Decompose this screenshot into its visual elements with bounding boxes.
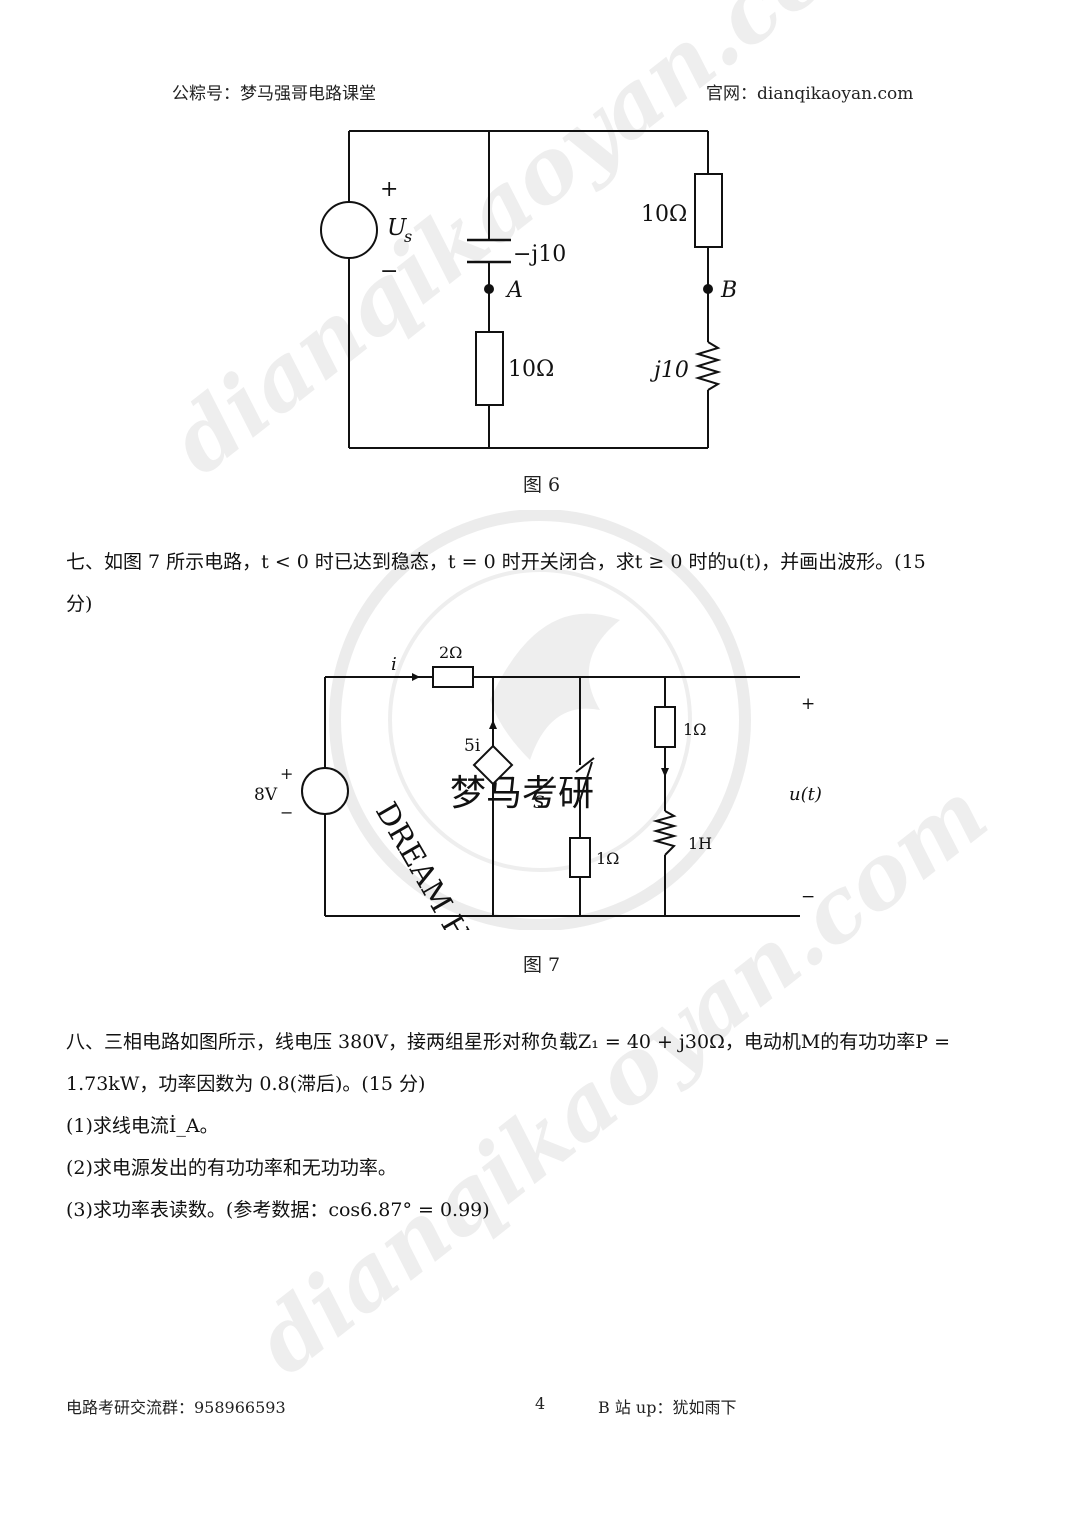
output-minus: − [801, 887, 815, 907]
q7-line1: 七、如图 7 所示电路，t < 0 时已达到稳态，t = 0 时开关闭合，求t … [66, 551, 926, 573]
resistor-2 [432, 666, 474, 688]
source-8v-minus: − [280, 803, 293, 822]
source-8v-label: 8V [254, 785, 278, 805]
current-label-i: i [391, 654, 397, 675]
watermark-seal: 梦马考研 DREAM HORSE [329, 510, 751, 930]
header-left: 公粽号：梦马强哥电路课堂 [172, 84, 376, 104]
source-sub: s [404, 227, 412, 246]
inductor-1h [652, 810, 678, 856]
voltage-source-8v [301, 767, 349, 815]
source-8v-plus: + [280, 764, 293, 783]
switch-s [579, 761, 593, 801]
source-minus: − [380, 259, 398, 284]
inductor-j10 [694, 341, 722, 391]
watermark-seal-text: 梦马考研 [450, 773, 594, 814]
q8-item3: (3)求功率表读数。(参考数据：cos6.87° = 0.99) [66, 1199, 490, 1221]
resistor-10-right [694, 173, 723, 248]
figure6-caption: 图 6 [523, 474, 561, 496]
output-label: u(t) [789, 784, 822, 805]
inductor-label: j10 [649, 358, 689, 383]
footer-right: B 站 up：犹如雨下 [598, 1398, 737, 1417]
resistor-2-label: 2Ω [439, 643, 462, 662]
node-a [484, 284, 494, 294]
figure7-circuit: i 2Ω 5i 8V + − S 1Ω 1Ω 1H + − u(t) [254, 643, 822, 917]
switch-label: S [533, 793, 545, 813]
node-b [703, 284, 713, 294]
node-b-label: B [720, 278, 737, 303]
dependent-current-source [472, 744, 514, 786]
source-label: U [387, 215, 408, 241]
resistor-1-right [654, 706, 676, 748]
capacitor-j10 [467, 238, 511, 264]
resistor-switch-label: 1Ω [596, 849, 619, 868]
q8-item1: (1)求线电流İ_A。 [66, 1115, 219, 1137]
resistor-middle-label: 10Ω [508, 357, 554, 382]
q8-item2: (2)求电源发出的有功功率和无功功率。 [66, 1157, 397, 1179]
current-arrow-right [661, 768, 669, 777]
header-right: 官网：dianqikaoyan.com [706, 84, 914, 104]
figure6-circuit: + − U s −j10 A B 10Ω 10Ω j10 [320, 130, 737, 449]
q8-line2: 1.73kW，功率因数为 0.8(滞后)。(15 分) [66, 1073, 426, 1095]
resistor-1-switch [569, 837, 591, 878]
q7-line2: 分) [66, 593, 93, 615]
output-plus: + [801, 694, 815, 714]
node-a-label: A [505, 278, 523, 303]
dep-source-label: 5i [464, 736, 481, 756]
inductor-label-7: 1H [688, 834, 712, 853]
voltage-source-us [320, 201, 378, 259]
dep-source-arrow [489, 720, 497, 729]
footer-left: 电路考研交流群：958966593 [66, 1398, 286, 1417]
resistor-10-middle [475, 331, 504, 406]
q8-line1: 八、三相电路如图所示，线电压 380V，接两组星形对称负载Z₁ = 40 + j… [66, 1031, 951, 1053]
capacitor-label: −j10 [513, 242, 566, 267]
current-arrow-i [412, 673, 420, 681]
source-plus: + [380, 177, 398, 202]
resistor-right-label: 10Ω [641, 202, 687, 227]
resistor-right-label-7: 1Ω [683, 720, 706, 739]
figure7-caption: 图 7 [523, 954, 561, 976]
footer-page-number: 4 [535, 1394, 546, 1413]
